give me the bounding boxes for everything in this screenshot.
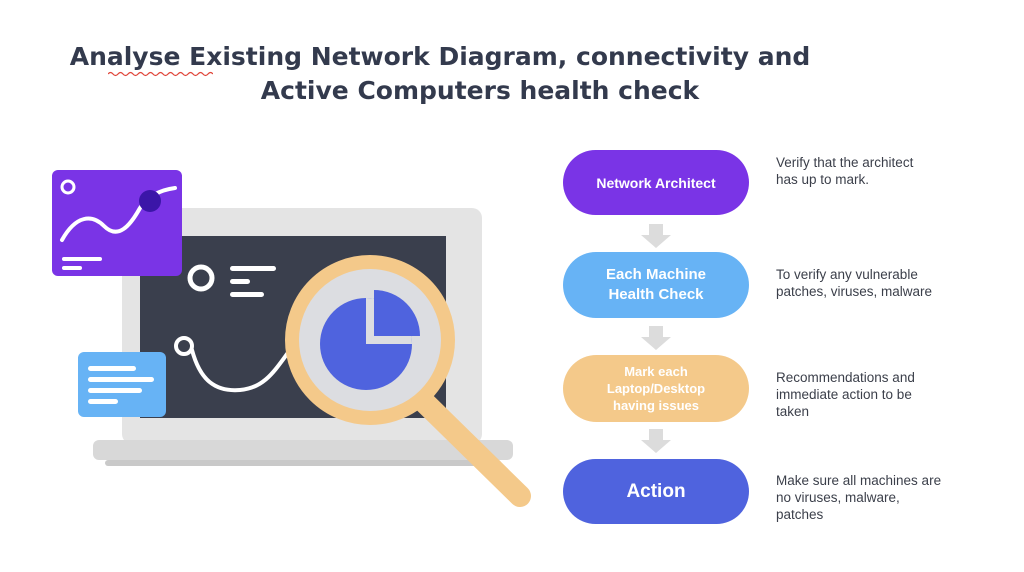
step-action: Action xyxy=(563,459,749,524)
screen-text-line xyxy=(230,279,250,284)
down-arrow-icon xyxy=(641,224,671,248)
description-mark-issues: Recommendations and immediate action to … xyxy=(776,369,976,420)
magnifier-handle xyxy=(407,385,531,507)
message-line xyxy=(88,388,142,393)
message-line xyxy=(88,399,118,404)
card-marker-icon xyxy=(139,190,161,212)
down-arrow-icon xyxy=(641,326,671,350)
screen-text-line xyxy=(230,266,276,271)
description-line: Recommendations and xyxy=(776,370,915,385)
screen-text-line xyxy=(230,292,264,297)
description-line: taken xyxy=(776,404,810,419)
description-network-architect: Verify that the architect has up to mark… xyxy=(776,154,976,188)
step-label: having issues xyxy=(613,398,699,413)
step-label: Each Machine xyxy=(605,266,707,283)
laptop-base-shadow xyxy=(105,460,501,466)
step-label: Laptop/Desktop xyxy=(606,381,706,396)
laptop-base xyxy=(93,440,513,460)
description-line: no viruses, malware, xyxy=(776,490,900,505)
screen-graph-line xyxy=(190,348,292,393)
card-dot-icon xyxy=(60,179,76,195)
description-line: Verify that the architect xyxy=(776,155,914,170)
message-line xyxy=(88,366,136,371)
step-machine-health-check: Each Machine Health Check xyxy=(563,252,749,318)
down-arrow-icon xyxy=(641,429,671,453)
pie-slice xyxy=(374,290,420,336)
laptop-magnifier-illustration xyxy=(52,170,531,507)
screen-ring-icon xyxy=(187,264,215,292)
card-text-line xyxy=(62,257,102,261)
step-mark-issues: Mark each Laptop/Desktop having issues xyxy=(563,355,749,422)
description-health-check: To verify any vulnerable patches, viruse… xyxy=(776,266,976,300)
message-line xyxy=(88,377,154,382)
description-line: Make sure all machines are xyxy=(776,473,942,488)
step-label: Health Check xyxy=(608,286,704,303)
description-line: To verify any vulnerable xyxy=(776,267,918,282)
spellcheck-underline xyxy=(108,71,213,77)
step-network-architect: Network Architect xyxy=(563,150,749,215)
message-card xyxy=(78,352,166,417)
description-line: patches, viruses, malware xyxy=(776,284,933,299)
title-line-1: Analyse Existing Network Diagram, connec… xyxy=(69,42,811,71)
description-line: immediate action to be xyxy=(776,387,912,402)
step-label: Action xyxy=(626,480,686,502)
title-line-2: Active Computers health check xyxy=(260,76,700,105)
card-text-line xyxy=(62,266,82,270)
step-label: Network Architect xyxy=(596,174,716,191)
screen-graph-node-icon xyxy=(174,336,194,356)
description-line: has up to mark. xyxy=(776,172,870,187)
page-title: Analyse Existing Network Diagram, connec… xyxy=(60,40,880,108)
step-label: Mark each xyxy=(624,364,688,379)
description-line: patches xyxy=(776,507,824,522)
description-action: Make sure all machines are no viruses, m… xyxy=(776,472,976,523)
